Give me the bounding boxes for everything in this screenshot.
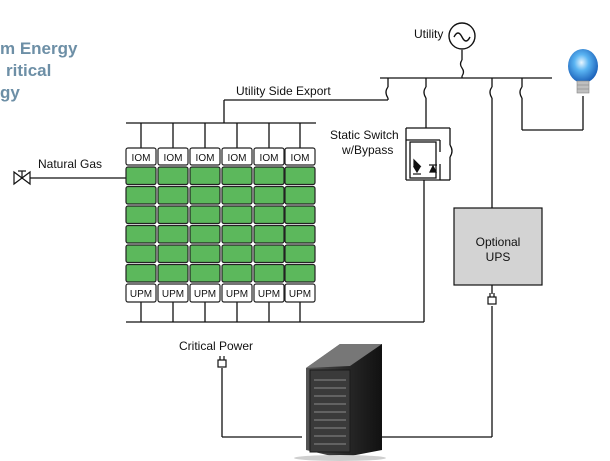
utility-label: Utility: [414, 27, 443, 41]
module-cell: [253, 263, 285, 283]
module-cell: [253, 205, 285, 225]
iom-label: IOM: [228, 153, 247, 164]
upm-box: [221, 283, 253, 303]
upm-label: UPM: [194, 289, 216, 300]
module-cell: [284, 205, 316, 225]
module-cell: [189, 263, 221, 283]
title-line-3: gy: [0, 83, 20, 102]
module-cell: [157, 263, 189, 283]
module-cell: [221, 244, 253, 264]
module-cell: [253, 224, 285, 244]
module-cell: [157, 244, 189, 264]
upm-box: [157, 283, 189, 303]
module-cell: [253, 166, 285, 186]
module-cell: [157, 185, 189, 205]
upm-box: [125, 283, 157, 303]
iom-label: IOM: [196, 153, 215, 164]
module-cell: [284, 263, 316, 283]
diagram-title: m Energy ritical gy: [0, 38, 77, 104]
module-cell: [125, 263, 157, 283]
module-cell: [284, 166, 316, 186]
module-cell: [284, 244, 316, 264]
title-line-1: m Energy: [0, 39, 78, 58]
module-cell: [157, 166, 189, 186]
module-cell: [284, 224, 316, 244]
light-bulb-icon: [568, 49, 598, 94]
module-cell: [253, 185, 285, 205]
iom-label: IOM: [291, 153, 310, 164]
upm-label: UPM: [226, 289, 248, 300]
module-cell: [221, 166, 253, 186]
optional-ups-box: [453, 207, 543, 286]
critical-power-plug-icon: [217, 356, 227, 368]
iom-label: IOM: [132, 153, 151, 164]
module-cell: [125, 244, 157, 264]
upm-box: [189, 283, 221, 303]
upm-label: UPM: [258, 289, 280, 300]
iom-box: [125, 147, 157, 166]
iom-box: [189, 147, 221, 166]
module-cell: [125, 224, 157, 244]
generator-modules: IOM UPM IOM UPM IOM UPM IOM UPM IOM UPM IOM UPM: [125, 147, 316, 303]
iom-box: [157, 147, 189, 166]
module-cell: [157, 224, 189, 244]
gas-valve-icon: [13, 170, 31, 186]
static-switch-scr-icon: [412, 158, 437, 175]
module-cell: [125, 185, 157, 205]
iom-box: [253, 147, 285, 166]
module-cell: [284, 185, 316, 205]
upm-box: [284, 283, 316, 303]
wiring: [22, 50, 584, 438]
iom-label: IOM: [260, 153, 279, 164]
natural-gas-label: Natural Gas: [38, 157, 102, 171]
iom-label: IOM: [164, 153, 183, 164]
module-cell: [221, 205, 253, 225]
module-cell: [189, 205, 221, 225]
module-cell: [189, 185, 221, 205]
module-cell: [189, 244, 221, 264]
iom-box: [284, 147, 316, 166]
optional-ups-label: Optional: [476, 235, 521, 249]
module-cell: [253, 244, 285, 264]
server-rack-icon: [294, 344, 386, 461]
module-cell: [221, 185, 253, 205]
module-cell: [221, 224, 253, 244]
static-switch-bypass-label: w/Bypass: [341, 143, 393, 157]
upm-label: UPM: [130, 289, 152, 300]
module-cell: [189, 166, 221, 186]
upm-label: UPM: [289, 289, 311, 300]
upm-box: [253, 283, 285, 303]
module-cell: [189, 224, 221, 244]
title-line-2: ritical: [6, 61, 52, 80]
ac-source-icon: [448, 22, 476, 50]
module-cell: [125, 205, 157, 225]
static-switch-label: Static Switch: [330, 128, 399, 142]
optional-ups-label-2: UPS: [486, 250, 511, 264]
iom-box: [221, 147, 253, 166]
upm-label: UPM: [162, 289, 184, 300]
utility-side-export-label: Utility Side Export: [236, 84, 331, 98]
module-cell: [157, 205, 189, 225]
critical-power-label: Critical Power: [179, 339, 253, 353]
module-cell: [125, 166, 157, 186]
power-plug-icon: [487, 293, 497, 305]
module-cell: [221, 263, 253, 283]
